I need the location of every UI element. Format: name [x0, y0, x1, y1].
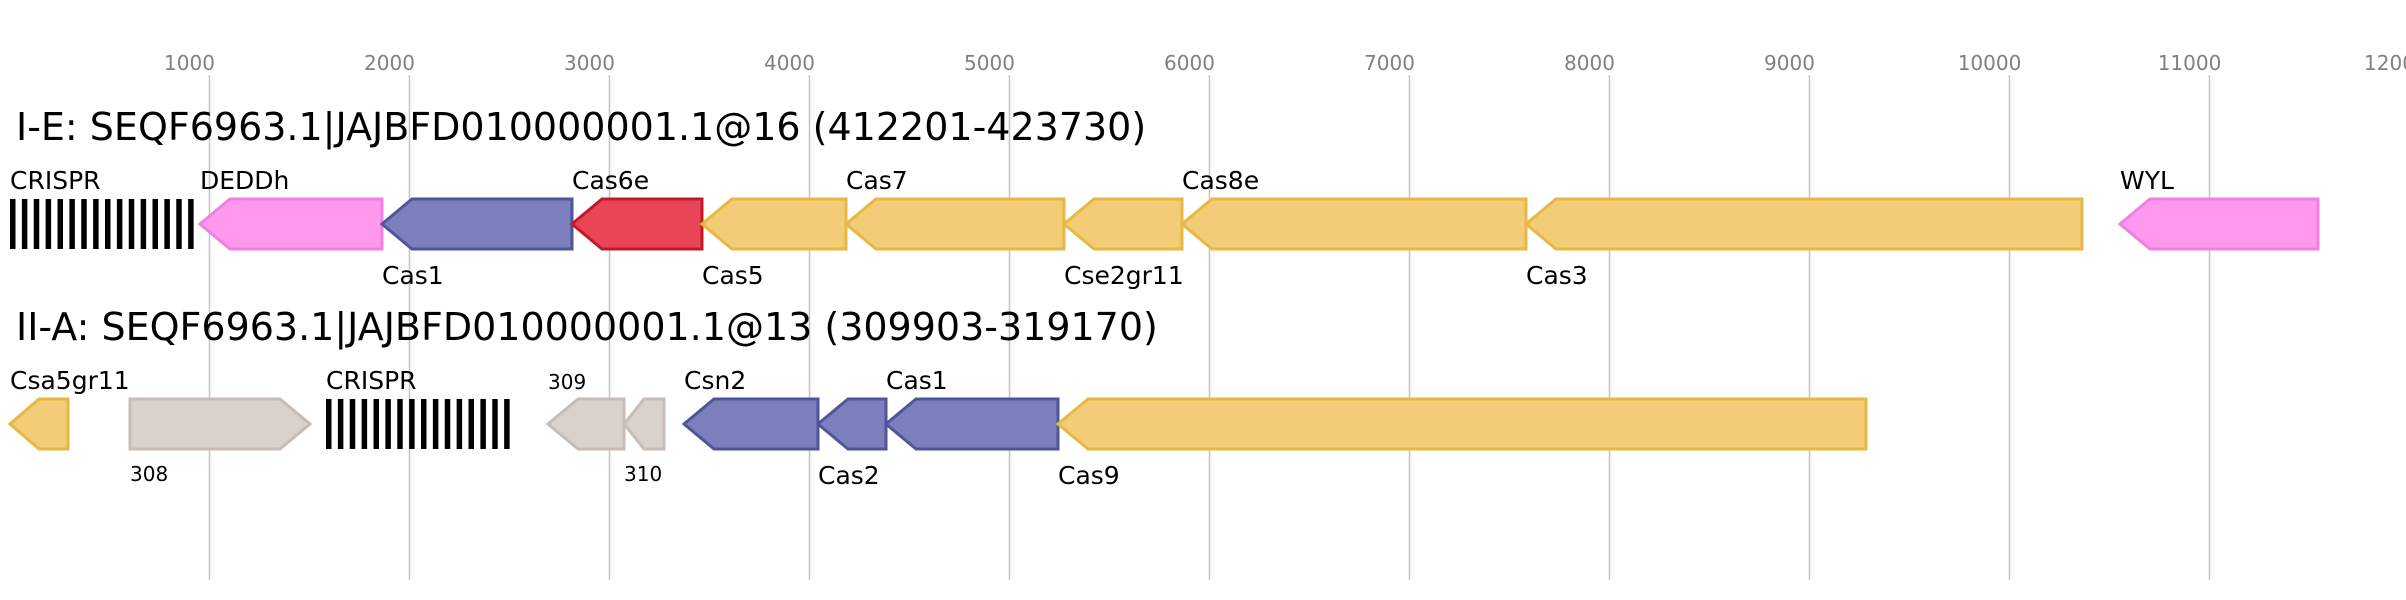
gene-label: 310 — [624, 462, 662, 486]
crispr-repeat — [128, 199, 135, 249]
gene-label: Cas9 — [1058, 461, 1120, 490]
axis-tick-label: 4000 — [764, 51, 815, 75]
loci: I-E: SEQF6963.1|JAJBFD010000001.1@16 (41… — [7, 105, 2320, 490]
gene-label: WYL — [2120, 166, 2174, 195]
gridlines — [208, 75, 2211, 580]
locus-title: I-E: SEQF6963.1|JAJBFD010000001.1@16 (41… — [16, 105, 1146, 150]
crispr-repeat — [468, 399, 474, 449]
crispr-repeat — [456, 399, 463, 449]
axis-tick-label: 1200 — [2364, 51, 2406, 75]
axis-tick-label: 9000 — [1764, 51, 1815, 75]
gene-arrow — [815, 397, 888, 451]
locus-title: II-A: SEQF6963.1|JAJBFD010000001.1@13 (3… — [16, 305, 1158, 350]
gene-arrow — [1523, 197, 2084, 251]
crispr-repeat — [188, 199, 194, 249]
crispr-repeat — [21, 199, 28, 249]
gene-arrow — [379, 197, 574, 251]
crispr-repeat — [140, 199, 147, 249]
axis-ticks: 1000 2000 3000 4000 5000 6000 7000 8000 9000 1000… — [164, 51, 2406, 75]
gene-arrow — [843, 197, 1066, 251]
axis-tick-label: 5000 — [964, 51, 1015, 75]
crispr-repeat — [373, 399, 379, 449]
crispr-array — [326, 399, 510, 449]
crispr-repeat — [397, 399, 403, 449]
crispr-repeat — [93, 199, 99, 249]
crispr-repeat — [152, 199, 158, 249]
crispr-array — [10, 199, 194, 249]
gene-arrow — [622, 397, 666, 451]
gene-label: Csn2 — [684, 366, 746, 395]
gene-arrow — [1179, 197, 1528, 251]
axis-tick-label: 8000 — [1564, 51, 1615, 75]
crispr-label: CRISPR — [10, 166, 101, 195]
crispr-repeat — [33, 199, 40, 249]
gene-label: 309 — [548, 370, 586, 394]
gene-label: Cas8e — [1182, 166, 1259, 195]
crispr-repeat — [57, 199, 63, 249]
axis-tick-label: 7000 — [1364, 51, 1415, 75]
crispr-repeat — [337, 399, 344, 449]
crispr-repeat — [45, 199, 52, 249]
gene-label: 308 — [130, 462, 168, 486]
crispr-repeat — [69, 199, 75, 249]
axis-tick-label: 3000 — [564, 51, 615, 75]
gene-label: Cas7 — [846, 166, 908, 195]
gene-arrow — [569, 197, 704, 251]
axis-tick-label: 6000 — [1164, 51, 1215, 75]
gene-label: Cas5 — [702, 261, 764, 290]
crispr-repeat — [361, 399, 368, 449]
gene-label: DEDDh — [200, 166, 289, 195]
crispr-repeat — [176, 199, 182, 249]
crispr-repeat — [432, 399, 439, 449]
crispr-repeat — [409, 399, 415, 449]
crispr-repeat — [10, 199, 16, 249]
crispr-label: CRISPR — [326, 366, 417, 395]
crispr-repeat — [349, 399, 356, 449]
gene-label: Cas2 — [818, 461, 880, 490]
crispr-repeat — [105, 199, 111, 249]
crispr-repeat — [480, 399, 486, 449]
crispr-repeat — [504, 399, 510, 449]
crispr-repeat — [421, 399, 427, 449]
crispr-repeat — [116, 199, 123, 249]
gene-label: Csa5gr11 — [10, 366, 130, 395]
axis-tick-label: 10000 — [1958, 51, 2022, 75]
crispr-repeat — [385, 399, 391, 449]
crispr-repeat — [326, 399, 332, 449]
crispr-repeat — [164, 199, 170, 249]
gene-label: Cas3 — [1526, 261, 1588, 290]
crispr-repeat — [81, 199, 87, 249]
gene-arrow — [128, 397, 313, 451]
gene-arrow — [1055, 397, 1868, 451]
gene-label: Cas1 — [382, 261, 444, 290]
axis-tick-label: 2000 — [364, 51, 415, 75]
crispr-repeat — [492, 399, 498, 449]
crispr-repeat — [444, 399, 451, 449]
gene-arrow — [1061, 197, 1184, 251]
gene-arrow — [681, 397, 820, 451]
gene-label: Cas1 — [886, 366, 948, 395]
gene-arrow — [545, 397, 626, 451]
gene-arrow — [197, 197, 384, 251]
gene-arrow — [699, 197, 848, 251]
locus-track: I-E: SEQF6963.1|JAJBFD010000001.1@16 (41… — [10, 105, 2320, 290]
gene-arrow — [7, 397, 70, 451]
axis-tick-label: 11000 — [2158, 51, 2222, 75]
gene-arrow — [2117, 197, 2320, 251]
gene-label: Cse2gr11 — [1064, 261, 1184, 290]
gene-label: Cas6e — [572, 166, 649, 195]
axis-tick-label: 1000 — [164, 51, 215, 75]
locus-track: II-A: SEQF6963.1|JAJBFD010000001.1@13 (3… — [7, 305, 1868, 490]
gene-arrow — [883, 397, 1060, 451]
